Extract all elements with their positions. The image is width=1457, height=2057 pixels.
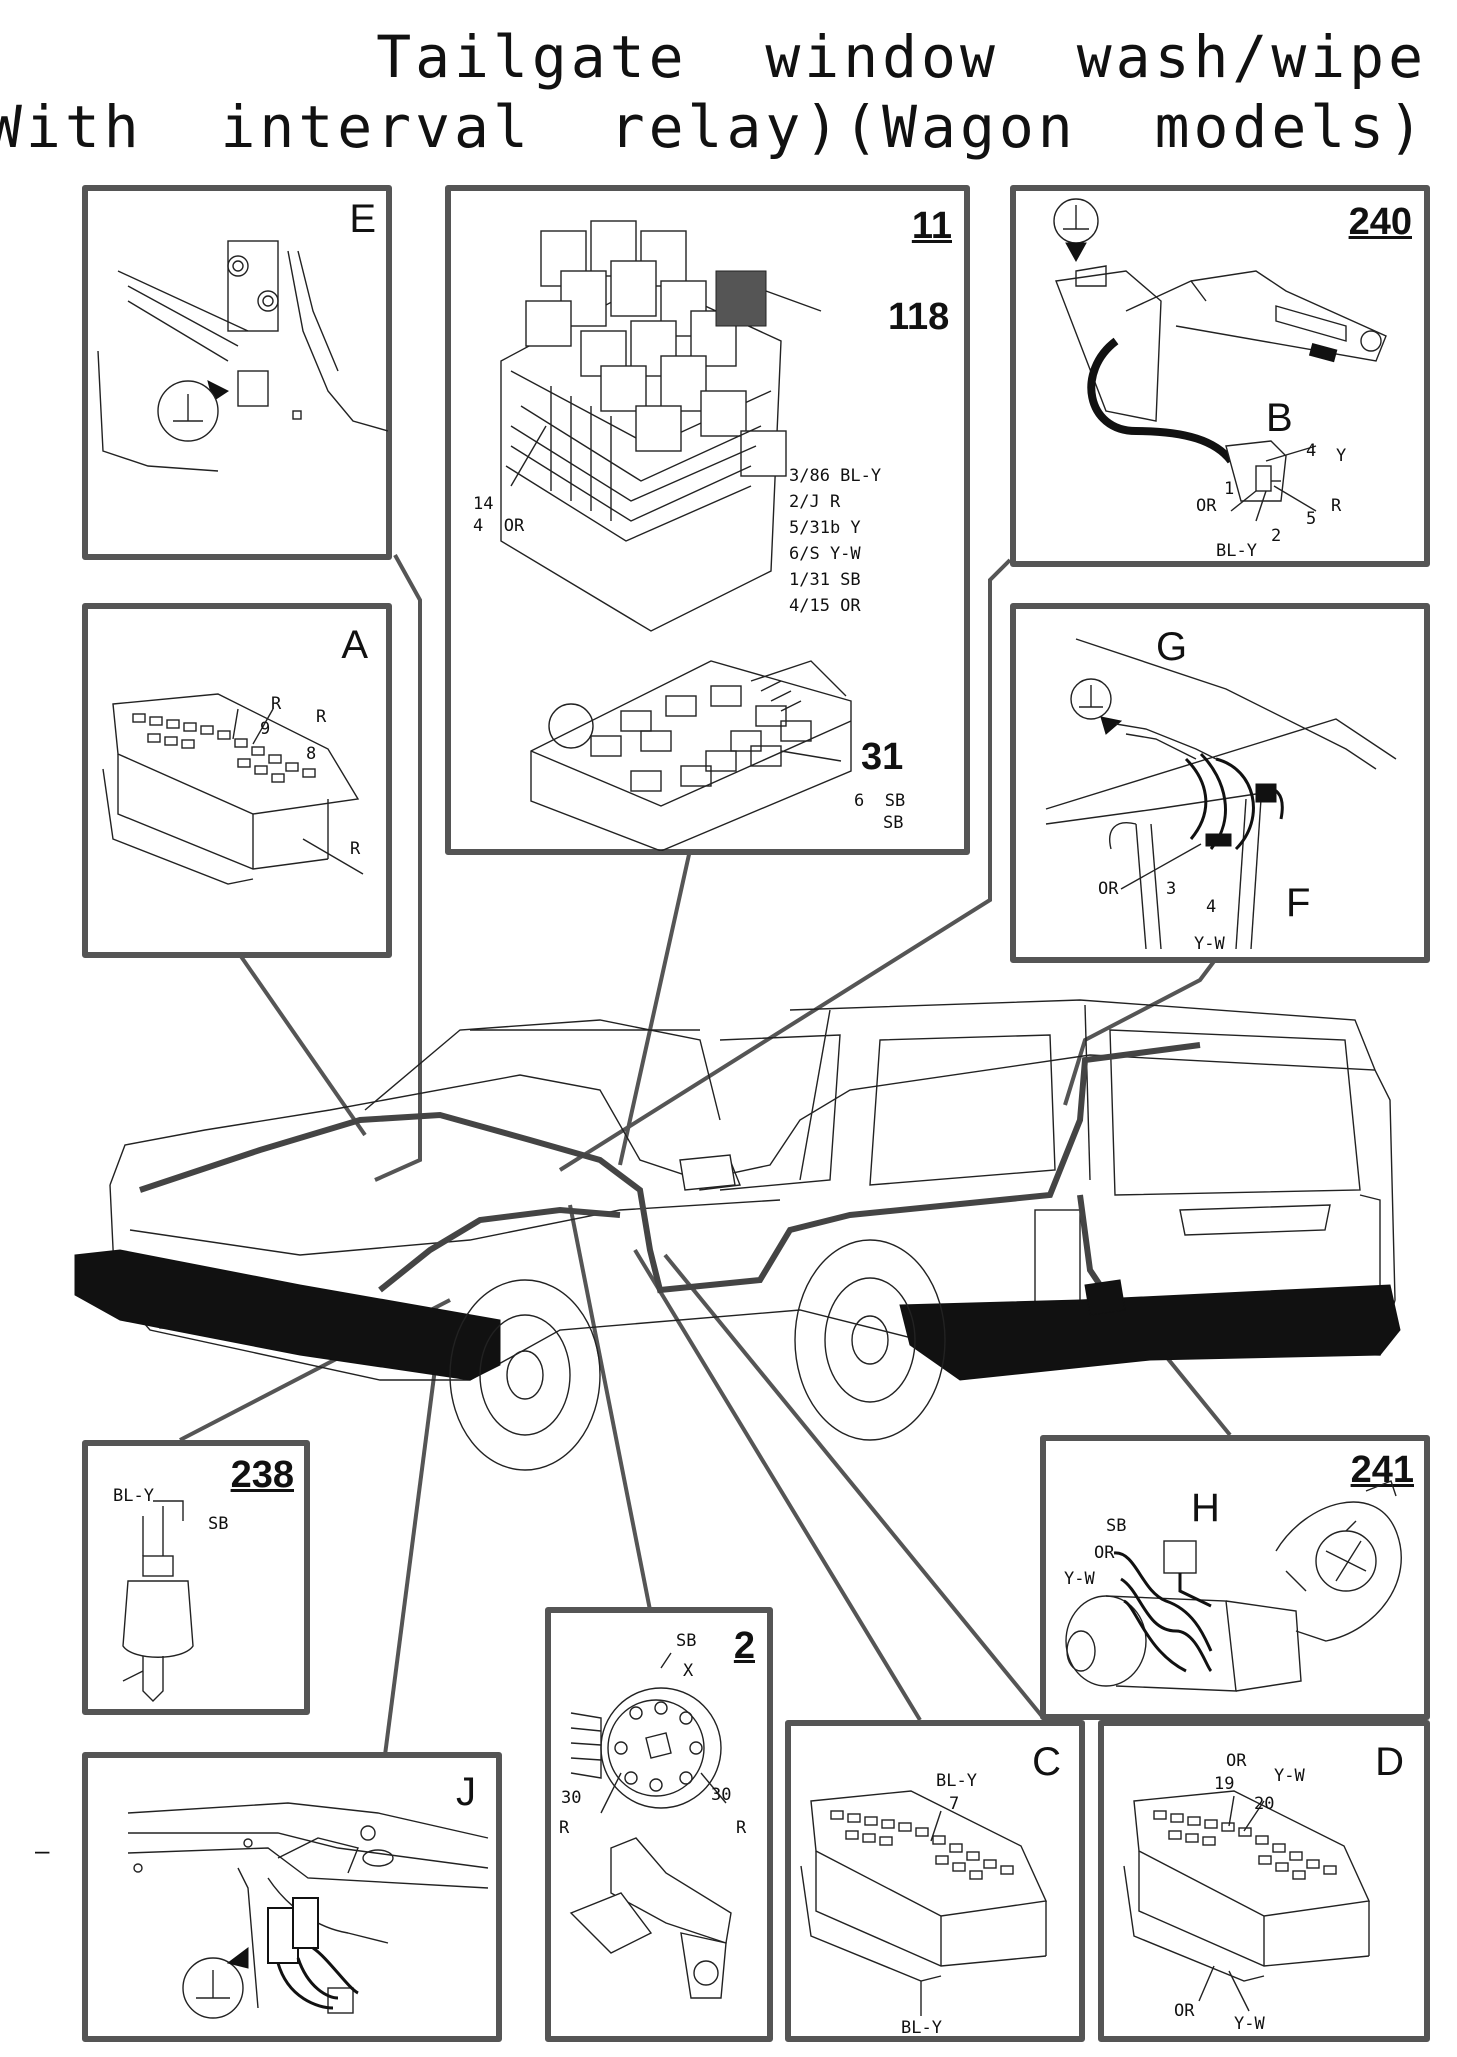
panel-d-wire-or-bottom: OR — [1174, 2001, 1195, 2021]
panel-a-drawing — [102, 693, 364, 885]
panel-11-label-4-or: 4 OR — [473, 516, 525, 536]
panel-240-wire-or: OR — [1196, 496, 1217, 516]
panel-a-connector: A R 9 R 8 R — [82, 603, 392, 958]
panel-240-wire-r: R — [1331, 496, 1342, 516]
panel-a-wire-r-mid: R — [316, 707, 327, 727]
panel-240-pin-2: 2 — [1271, 526, 1282, 546]
panel-d-pin-grid — [1153, 1795, 1337, 1880]
panel-a-pin-9: 9 — [260, 719, 271, 739]
panel-11-pin-2-j: 2/J R — [789, 492, 841, 512]
panel-11-label-14: 14 — [473, 494, 494, 514]
panel-11-fuse-6-sb: 6 SB — [854, 791, 906, 811]
panel-2-ignition-switch: 2 SB X 30 30 R R — [545, 1607, 773, 2042]
panel-241-wire-or: OR — [1094, 1543, 1115, 1563]
front-bumper — [74, 1249, 501, 1381]
relay-118 — [715, 270, 767, 327]
panel-2-wire-r-right: R — [736, 1818, 747, 1838]
panel-2-drawing — [569, 1652, 732, 1999]
panel-c-wire-bl-y: BL-Y — [936, 1771, 977, 1791]
panel-d-connector: D OR 19 Y-W 20 OR Y-W — [1098, 1720, 1430, 2042]
panel-241-letter-h: H — [1191, 1486, 1220, 1530]
panel-a-wire-r-top: R — [271, 694, 282, 714]
wiring-harness — [139, 1042, 1201, 1294]
panel-g-pin-4: 4 — [1206, 897, 1217, 917]
panel-c-wire-bl-y-bottom: BL-Y — [901, 2018, 942, 2038]
panel-c-drawing — [800, 1790, 1048, 2016]
panel-c-pin-grid — [830, 1810, 1014, 1880]
panel-238-number: 238 — [230, 1454, 294, 1496]
panel-e-letter: E — [349, 197, 376, 241]
panel-a-letter: A — [341, 623, 368, 667]
panel-d-pin-20: 20 — [1254, 1794, 1275, 1814]
panel-11-central-electrical-unit: 11 — [445, 185, 970, 855]
panel-240-connector-b: B — [1266, 396, 1293, 440]
panel-c-pin-7: 7 — [949, 1794, 960, 1814]
panel-c-connector: C BL-Y 7 BL-Y — [785, 1720, 1085, 2042]
panel-241-wire-sb: SB — [1106, 1516, 1127, 1536]
panel-2-wire-r-left: R — [559, 1818, 570, 1838]
panel-238-washer-pump: 238 BL-Y SB — [82, 1440, 310, 1715]
panel-2-wire-sb: SB — [676, 1631, 697, 1651]
panel-g-pin-3: 3 — [1166, 879, 1177, 899]
panel-11-relay-118: 118 — [888, 296, 950, 338]
panel-d-wire-or: OR — [1226, 1751, 1247, 1771]
panel-11-drawing — [500, 220, 852, 851]
fuse-block — [530, 660, 852, 851]
panel-241-wiper-motor: 241 H SB OR Y-W — [1040, 1435, 1430, 1720]
panel-241-wire-y-w: Y-W — [1064, 1569, 1095, 1589]
panel-240-wire-bl-y: BL-Y — [1216, 541, 1257, 561]
diagram-title-line1: Tailgate window wash/wipe — [376, 23, 1427, 91]
panel-11-number: 11 — [911, 205, 952, 247]
panel-238-drawing — [122, 1500, 194, 1702]
panel-11-pin-3-86: 3/86 BL-Y — [789, 466, 882, 486]
panel-a-pin-8: 8 — [306, 744, 317, 764]
panel-j-ground-point: J — [82, 1752, 502, 2042]
panel-11-pin-1-31: 1/31 SB — [789, 570, 861, 590]
panel-d-letter: D — [1375, 1740, 1404, 1784]
panel-238-wire-sb: SB — [208, 1514, 229, 1534]
panel-a-pin-grid — [132, 708, 364, 875]
panel-c-letter: C — [1032, 1740, 1061, 1784]
panel-240-pin-1: 1 — [1224, 479, 1235, 499]
panel-240-pin-5: 5 — [1306, 509, 1317, 529]
panel-2-number: 2 — [733, 1625, 755, 1667]
panel-d-wire-y-w: Y-W — [1274, 1766, 1305, 1786]
panel-11-pin-6-s: 6/S Y-W — [789, 544, 861, 564]
panel-f-letter: F — [1286, 881, 1311, 925]
panel-11-pin-5-31b: 5/31b Y — [789, 518, 861, 538]
panel-j-letter: J — [456, 1770, 476, 1814]
panel-2-pin-30-left: 30 — [561, 1788, 582, 1808]
panel-240-drawing — [1053, 198, 1387, 522]
panel-241-drawing — [1065, 1480, 1402, 1692]
relay-block — [500, 220, 787, 632]
wheels — [449, 1239, 946, 1471]
panel-g-drawing — [1045, 638, 1397, 950]
panel-e-drawing — [97, 240, 388, 472]
diagram-title-line2: (With interval relay)(Wagon models) — [0, 93, 1427, 161]
panel-240-pin-4: 4 — [1306, 441, 1317, 461]
panel-238-wire-bl-y: BL-Y — [113, 1486, 154, 1506]
panel-a-wire-r-bottom: R — [350, 839, 361, 859]
panel-j-drawing — [127, 1802, 489, 2019]
margin-mark: – — [35, 1835, 50, 1865]
panel-240-number: 240 — [1348, 201, 1412, 243]
panel-d-pin-19: 19 — [1214, 1774, 1235, 1794]
panel-g-wire-y-w: Y-W — [1194, 934, 1225, 954]
panel-11-fuse-sb: SB — [883, 813, 904, 833]
panel-e-ground-point: E — [82, 185, 392, 560]
panel-g-tailgate-connector: G F OR 3 4 Y-W — [1010, 603, 1430, 963]
panel-240-wiper-switch: 240 B 4 Y 1 OR R 5 2 BL-Y — [1010, 185, 1430, 567]
panel-2-pin-30-right: 30 — [711, 1785, 732, 1805]
panel-11-fuse-31: 31 — [861, 736, 904, 778]
panel-g-letter: G — [1156, 625, 1188, 669]
panel-2-pin-x: X — [683, 1661, 694, 1681]
panel-240-wire-y: Y — [1336, 446, 1347, 466]
panel-d-drawing — [1123, 1790, 1371, 2012]
rear-bumper — [899, 1284, 1401, 1381]
panel-d-wire-y-w-bottom: Y-W — [1234, 2014, 1265, 2034]
panel-11-pin-4-15: 4/15 OR — [789, 596, 861, 616]
panel-g-wire-or: OR — [1098, 879, 1119, 899]
